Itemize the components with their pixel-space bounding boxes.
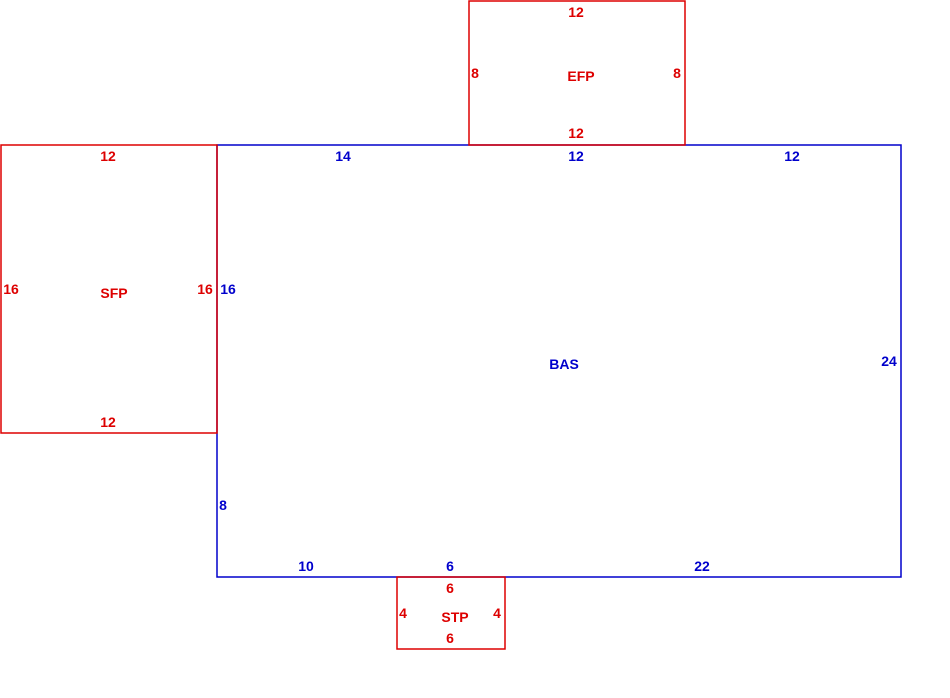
sfp-area: SFP 12 12 16 16 bbox=[0, 144, 218, 434]
sfp-dim-bottom: 12 bbox=[100, 414, 116, 430]
sfp-dim-left: 16 bbox=[3, 281, 19, 297]
stp-outline bbox=[396, 576, 506, 650]
efp-dim-bottom: 12 bbox=[568, 125, 584, 141]
stp-dim-top: 6 bbox=[446, 580, 454, 596]
stp-dim-bottom: 6 bbox=[446, 630, 454, 646]
stp-area: STP 6 6 4 4 bbox=[396, 576, 506, 650]
sfp-dim-top: 12 bbox=[100, 148, 116, 164]
bas-dim-left-upper: 16 bbox=[220, 281, 236, 297]
efp-label: EFP bbox=[567, 68, 594, 84]
bas-dim-left-lower: 8 bbox=[219, 497, 227, 513]
bas-dim-bottom-left: 10 bbox=[298, 558, 314, 574]
bas-dim-right: 24 bbox=[881, 353, 897, 369]
stp-dim-left: 4 bbox=[399, 605, 407, 621]
efp-area: EFP 12 12 8 8 bbox=[468, 0, 686, 146]
bas-dim-bottom-mid: 6 bbox=[446, 558, 454, 574]
efp-dim-right: 8 bbox=[673, 65, 681, 81]
bas-dim-top-right: 12 bbox=[784, 148, 800, 164]
efp-dim-top: 12 bbox=[568, 4, 584, 20]
sfp-outline bbox=[0, 144, 218, 434]
efp-outline bbox=[468, 0, 686, 146]
sfp-dim-right: 16 bbox=[197, 281, 213, 297]
bas-area: BAS 14 12 12 16 8 24 10 6 22 bbox=[216, 144, 902, 578]
bas-dim-top-left: 14 bbox=[335, 148, 351, 164]
bas-label: BAS bbox=[549, 356, 579, 372]
sfp-label: SFP bbox=[100, 285, 127, 301]
stp-dim-right: 4 bbox=[493, 605, 501, 621]
bas-dim-top-mid: 12 bbox=[568, 148, 584, 164]
stp-label: STP bbox=[441, 609, 468, 625]
efp-dim-left: 8 bbox=[471, 65, 479, 81]
bas-dim-bottom-right: 22 bbox=[694, 558, 710, 574]
